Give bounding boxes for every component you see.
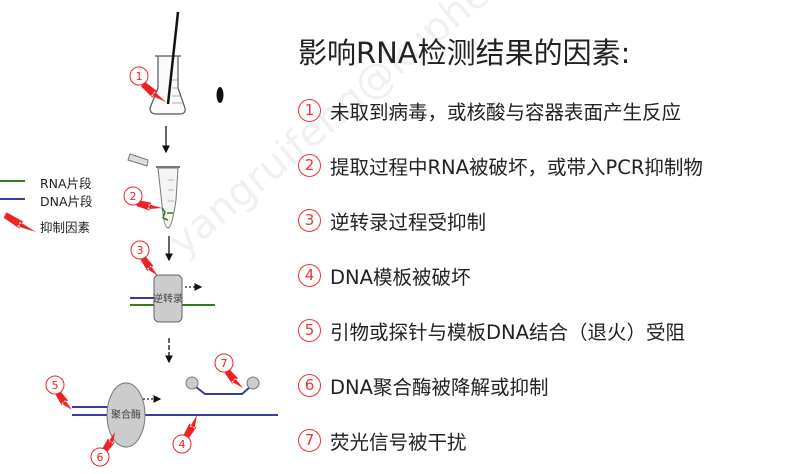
inhibitor-bolt-icon [183, 415, 197, 439]
circled-number-label: 4 [179, 438, 186, 451]
circled-number-label: 5 [52, 379, 59, 392]
inhibitor-bolt-icon [140, 256, 158, 276]
tube-icon [127, 153, 180, 229]
factor-text: DNA模板被破坏 [330, 266, 471, 289]
inhibitor-bolt-icon [141, 81, 166, 102]
circled-number-label: 2 [130, 190, 137, 203]
circled-number [90, 447, 110, 467]
circled-number [172, 434, 192, 454]
factor-number: 4 [298, 264, 321, 287]
factor-number: 7 [298, 429, 321, 452]
factor-item: 7 荧光信号被干扰 [298, 426, 467, 455]
legend-inhibitor: 抑制因素 [40, 220, 91, 235]
factor-number: 5 [298, 319, 321, 342]
circled-number-label: 1 [136, 70, 143, 83]
probe-icon [185, 376, 260, 395]
factor-item: 3 逆转录过程受抑制 [298, 206, 486, 235]
factor-text: 未取到病毒，或核酸与容器表面产生反应 [330, 101, 682, 124]
legend-dna: DNA片段 [40, 194, 93, 209]
factor-text: 荧光信号被干扰 [330, 431, 467, 454]
factor-text: DNA聚合酶被降解或抑制 [330, 376, 549, 399]
factor-item: 6 DNA聚合酶被降解或抑制 [298, 371, 548, 400]
factor-text: 提取过程中RNA被破坏，或带入PCR抑制物 [330, 156, 703, 179]
circled-number-label: 6 [97, 451, 104, 464]
circled-number [130, 240, 150, 260]
factor-item: 1 未取到病毒，或核酸与容器表面产生反应 [298, 96, 681, 125]
polymerase [106, 382, 146, 448]
inhibitor-bolt-icon [136, 200, 162, 211]
legend-rna: RNA片段 [40, 176, 92, 191]
polymerase-label: 聚合酶 [111, 408, 141, 421]
factor-number: 1 [298, 99, 321, 122]
circled-number [129, 66, 149, 86]
inhibitor-bolt-icon [3, 212, 36, 232]
pcr-process-diagram: 逆转录 聚合酶 1 2 3 4 5 6 7 [0, 11, 278, 467]
factor-number: 3 [298, 209, 321, 232]
factor-number: 6 [298, 374, 321, 397]
circled-number [123, 186, 143, 206]
reverse-transcriptase-box [153, 274, 183, 323]
circled-number-label: 3 [137, 244, 144, 257]
inhibitor-bolt-icon [55, 391, 72, 410]
circled-number [45, 375, 65, 395]
factor-text: 逆转录过程受抑制 [330, 211, 487, 234]
factor-item: 4 DNA模板被破坏 [298, 261, 470, 290]
factor-text: 引物或探针与模板DNA结合（退火）受阻 [330, 321, 685, 344]
factor-item: 2 提取过程中RNA被破坏，或带入PCR抑制物 [298, 151, 703, 180]
flask-icon [149, 11, 186, 115]
factor-number: 2 [298, 154, 321, 177]
circled-number [214, 353, 234, 373]
inhibitor-bolt-icon [102, 432, 115, 452]
rt-label: 逆转录 [153, 292, 183, 305]
sample-drop [216, 87, 224, 103]
circled-number-label: 7 [221, 357, 228, 370]
inhibitor-bolt-icon [224, 368, 243, 388]
factor-item: 5 引物或探针与模板DNA结合（退火）受阻 [298, 316, 685, 345]
page-title: 影响RNA检测结果的因素: [298, 36, 631, 70]
